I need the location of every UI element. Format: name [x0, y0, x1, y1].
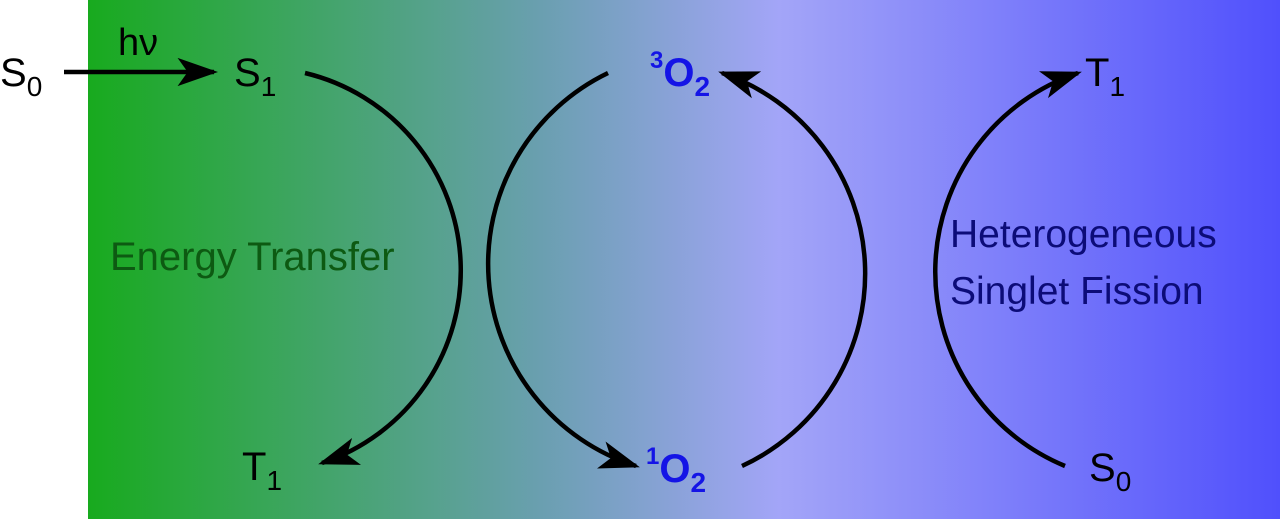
label-s0-right: S0	[1089, 446, 1131, 497]
label-t1-left: T1	[242, 445, 282, 496]
label-heterogeneous: Heterogeneous	[950, 213, 1217, 256]
oxygen-excitation-arc	[485, 70, 640, 469]
label-triplet-oxygen: 3O2	[650, 47, 710, 102]
oxygen-relaxation-arc	[718, 70, 868, 469]
energy-transfer-arc	[304, 70, 463, 466]
label-t1-right: T1	[1085, 51, 1125, 102]
label-s1: S1	[234, 51, 276, 102]
label-s0-ground: S0	[0, 51, 42, 102]
label-singlet-fission: Singlet Fission	[950, 270, 1204, 313]
label-singlet-oxygen: 1O2	[646, 443, 706, 498]
label-energy-transfer: Energy Transfer	[110, 235, 395, 279]
label-photon: hν	[118, 22, 158, 64]
singlet-fission-arc	[933, 70, 1082, 469]
